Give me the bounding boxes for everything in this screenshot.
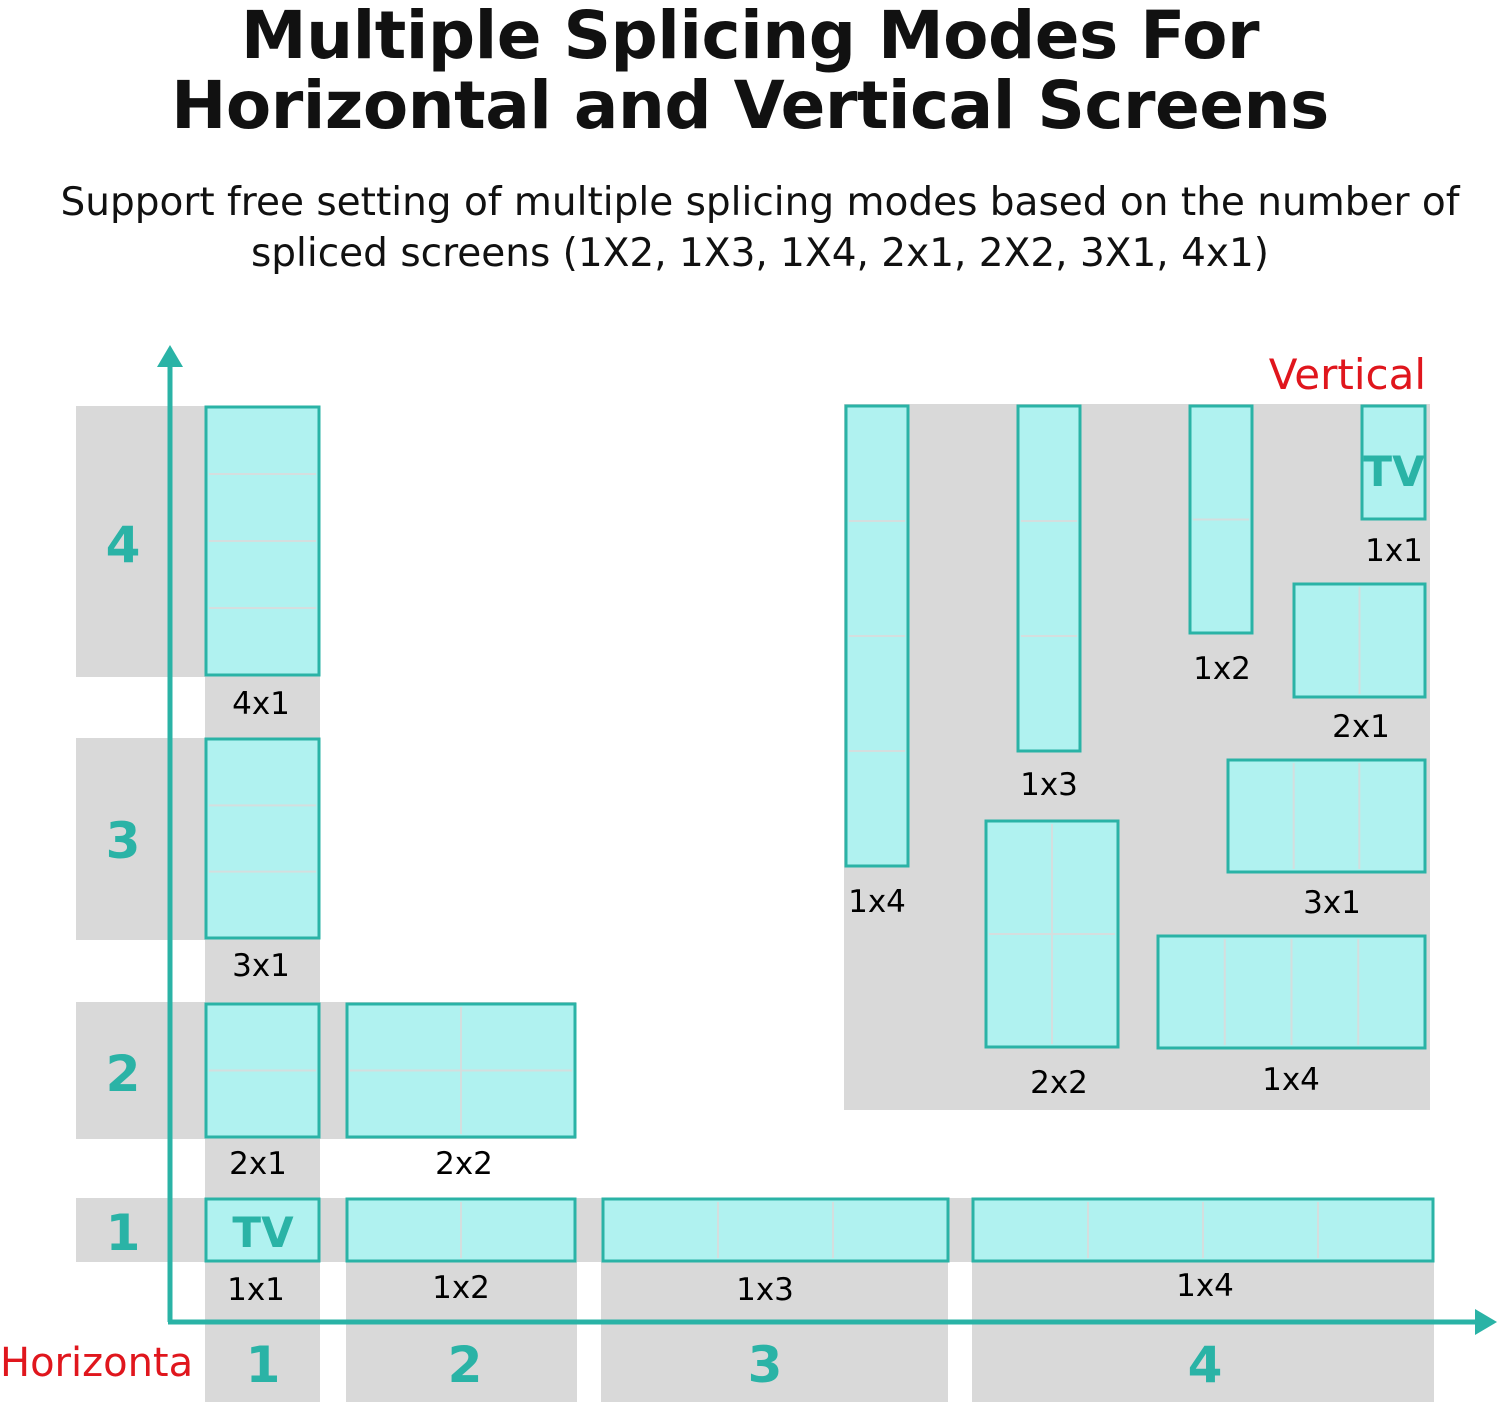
screen-border: [844, 404, 910, 868]
gray-panels: [76, 404, 1434, 1402]
screen-border: [345, 1002, 577, 1139]
tv-label-vertical: TV: [1363, 447, 1425, 496]
screen-fill: [206, 1199, 319, 1261]
screen-group-h-3x1: [204, 737, 321, 940]
screen-border: [971, 1197, 1435, 1263]
screen-group-h-1x3: [601, 1197, 950, 1263]
col-number-2: 2: [448, 1336, 483, 1394]
screen-group-h-2x1: [204, 1002, 321, 1139]
screen-group-v-1x4b: [1156, 934, 1427, 1050]
gray-panel: [601, 1262, 948, 1402]
screen-border: [204, 1197, 321, 1263]
vertical-axis-arrow-icon: [157, 345, 183, 367]
subtitle-line-1: Support free setting of multiple splicin…: [60, 180, 1460, 225]
screen-border: [204, 405, 321, 677]
vertical-mode-label-3x1: 3x1: [1303, 885, 1361, 921]
row-number-4: 4: [106, 516, 141, 574]
screen-border: [1016, 404, 1082, 753]
screen-group-v-2x2: [984, 819, 1120, 1049]
screen-group-v-1x1: [1360, 404, 1427, 521]
labels: Horizonta Vertical 1 2 3 4 1 2 3 4 1x1 1…: [0, 350, 1426, 1394]
screen-fill: [1362, 406, 1425, 519]
vertical-mode-label-1x4b: 1x4: [1262, 1062, 1320, 1098]
mode-label-1x3: 1x3: [736, 1272, 794, 1308]
page-title-line-1: Multiple Splicing Modes For: [240, 0, 1260, 74]
col-number-3: 3: [748, 1336, 783, 1394]
screen-group-h-1x1: [204, 1197, 321, 1263]
gray-panel: [205, 940, 320, 1002]
screen-group-h-2x2: [345, 1002, 577, 1139]
screen-group-v-1x2: [1188, 404, 1254, 635]
vertical-mode-label-2x2: 2x2: [1030, 1065, 1088, 1101]
screen-group-v-1x4: [844, 404, 910, 868]
gray-panel: [205, 1262, 320, 1402]
screen-group-h-1x4: [971, 1197, 1435, 1263]
row-number-1: 1: [106, 1204, 141, 1262]
screen-fill: [603, 1199, 948, 1261]
gray-panel: [346, 1262, 577, 1402]
screen-fill: [206, 739, 319, 938]
col-number-4: 4: [1188, 1336, 1223, 1394]
mode-label-1x1: 1x1: [227, 1272, 285, 1308]
vertical-mode-label-2x1: 2x1: [1332, 709, 1390, 745]
vertical-mode-label-1x4: 1x4: [848, 884, 906, 920]
col-number-1: 1: [246, 1336, 281, 1394]
subtitle-line-2: spliced screens (1X2, 1X3, 1X4, 2x1, 2X2…: [250, 231, 1270, 276]
vertical-mode-label-1x1: 1x1: [1365, 533, 1423, 569]
horizontal-axis-arrow-icon: [1475, 1309, 1497, 1335]
vertical-mode-label-1x3: 1x3: [1020, 767, 1078, 803]
page-title-line-2: Horizontal and Vertical Screens: [171, 67, 1329, 144]
screen-group-h-1x2: [345, 1197, 577, 1263]
screen-group-v-2x1: [1292, 582, 1427, 699]
mode-label-4x1: 4x1: [232, 686, 290, 722]
mode-label-2x2: 2x2: [435, 1146, 493, 1182]
horizontal-axis-label: Horizonta: [0, 1340, 193, 1386]
screen-border: [1292, 582, 1427, 699]
screen-border: [204, 737, 321, 940]
gray-panel: [205, 1139, 320, 1198]
mode-label-1x2: 1x2: [432, 1270, 490, 1306]
screen-border: [345, 1197, 577, 1263]
screen-border: [204, 1002, 321, 1139]
screen-group-h-4x1: [204, 405, 321, 677]
row-number-3: 3: [106, 812, 141, 870]
mode-label-3x1: 3x1: [232, 948, 290, 984]
tv-label-horizontal: TV: [232, 1208, 294, 1257]
mode-label-2x1: 2x1: [229, 1146, 287, 1182]
screen-group-v-1x3: [1016, 404, 1082, 753]
screen-border: [1226, 758, 1427, 874]
vertical-mode-label-1x2: 1x2: [1193, 651, 1251, 687]
row-number-2: 2: [106, 1045, 141, 1103]
screen-border: [1360, 404, 1427, 521]
screen-border: [984, 819, 1120, 1049]
vertical-axis-label: Vertical: [1269, 350, 1426, 399]
gray-panel: [972, 1262, 1434, 1402]
screen-groups: [204, 404, 1435, 1263]
mode-label-1x4: 1x4: [1176, 1268, 1234, 1304]
gray-panel: [205, 675, 320, 738]
screen-border: [1188, 404, 1254, 635]
screen-border: [1156, 934, 1427, 1050]
screen-fill: [1228, 760, 1425, 872]
screen-group-v-3x1: [1226, 758, 1427, 874]
screen-fill: [1018, 406, 1080, 751]
screen-border: [601, 1197, 950, 1263]
axes: [157, 345, 1497, 1335]
